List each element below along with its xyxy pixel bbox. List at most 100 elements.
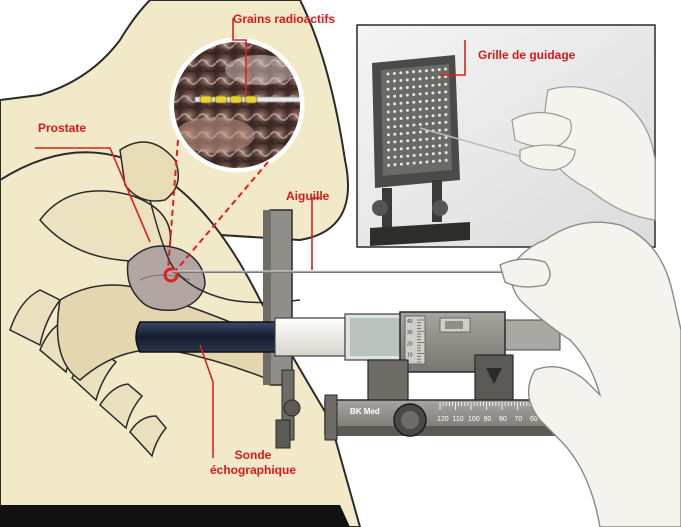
scale-number: 60 (530, 416, 538, 423)
grid-hole (419, 146, 422, 149)
grid-hole (432, 160, 435, 163)
grid-hole (393, 95, 396, 98)
grid-hole (444, 113, 447, 116)
grid-hole (399, 94, 402, 97)
grid-hole (419, 123, 422, 126)
grid-hole (412, 70, 415, 73)
grid-hole (393, 140, 396, 143)
grid-hole (393, 133, 396, 136)
grid-hole (425, 92, 428, 95)
scale-number: 70 (515, 416, 523, 423)
gauge-number: 20 (407, 341, 413, 347)
grid-hole (419, 70, 422, 73)
grid-hole (406, 139, 409, 142)
grid-hole (400, 132, 403, 135)
grid-hole (412, 86, 415, 89)
grid-hole (444, 83, 447, 86)
grid-hole (387, 80, 390, 83)
grid-hole (432, 114, 435, 117)
grid-hole (400, 163, 403, 166)
grid-hole (394, 163, 397, 166)
grid-hole (406, 94, 409, 97)
grid-hole (419, 161, 422, 164)
grid-hole (406, 116, 409, 119)
grid-hole (425, 145, 428, 148)
label-needle: Aiguille (286, 189, 329, 203)
grid-hole (438, 121, 441, 124)
label-ultrasound-probe: Sonde échographique (210, 448, 296, 478)
grid-hole (438, 99, 441, 102)
grid-hole (412, 124, 415, 127)
grid-hole (419, 108, 422, 111)
grid-hole (432, 137, 435, 140)
grid-hole (387, 88, 390, 91)
grid-hole (426, 160, 429, 163)
grid-hole (387, 141, 390, 144)
table (0, 505, 350, 527)
grid-hole (413, 131, 416, 134)
grid-hole (400, 147, 403, 150)
grid-hole (438, 68, 441, 71)
grid-hole (419, 77, 422, 80)
grid-hole (393, 87, 396, 90)
grid-hole (387, 156, 390, 159)
grid-hole (413, 146, 416, 149)
grid-hole (419, 131, 422, 134)
scale-number: 90 (484, 416, 492, 423)
grid-hole (406, 162, 409, 165)
grid-hole (425, 84, 428, 87)
grid-hole (431, 69, 434, 72)
grid-hole (438, 144, 441, 147)
grid-hole (413, 154, 416, 157)
grid-hole (413, 139, 416, 142)
grid-hole (400, 125, 403, 128)
grid-hole (406, 154, 409, 157)
grid-hole (387, 73, 390, 76)
grid-hole (432, 99, 435, 102)
grid-hole (432, 122, 435, 125)
grid-hole (412, 108, 415, 111)
grid-hole (400, 109, 403, 112)
grid-hole (387, 103, 390, 106)
grid-hole (406, 71, 409, 74)
grid-hole (393, 125, 396, 128)
grid-hole (400, 155, 403, 158)
label-prostate: Prostate (38, 121, 86, 135)
grid-hole (438, 76, 441, 79)
grid-hole (431, 91, 434, 94)
grid-hole (387, 149, 390, 152)
grid-hole (438, 106, 441, 109)
gauge-number: 40 (407, 319, 413, 325)
grid-hole (399, 87, 402, 90)
grid-hole (412, 93, 415, 96)
grid-hole (432, 145, 435, 148)
grid-hole (432, 152, 435, 155)
gauge-number: 30 (407, 330, 413, 336)
grid-hole (425, 115, 428, 118)
grid-hole (393, 156, 396, 159)
label-ultrasound-probe-line1: Sonde (210, 448, 296, 463)
grid-hole (400, 102, 403, 105)
label-radioactive-seeds: Grains radioactifs (233, 12, 335, 26)
stepper-brand-text: BK Med (350, 407, 380, 416)
grid-hole (438, 152, 441, 155)
grid-hole (425, 153, 428, 156)
scale-number: 80 (499, 416, 507, 423)
grid-hole (399, 79, 402, 82)
grid-hole (445, 151, 448, 154)
gauge-number: 10 (407, 353, 413, 359)
grid-hole (413, 162, 416, 165)
grid-hole (412, 78, 415, 81)
grid-hole (387, 118, 390, 121)
label-guidance-grid: Grille de guidage (478, 48, 575, 62)
grid-hole (400, 117, 403, 120)
grid-hole (406, 147, 409, 150)
grid-hole (438, 159, 441, 162)
grid-hole (412, 116, 415, 119)
grid-hole (406, 109, 409, 112)
grid-hole (393, 110, 396, 113)
grid-hole (400, 140, 403, 143)
grid-hole (431, 84, 434, 87)
